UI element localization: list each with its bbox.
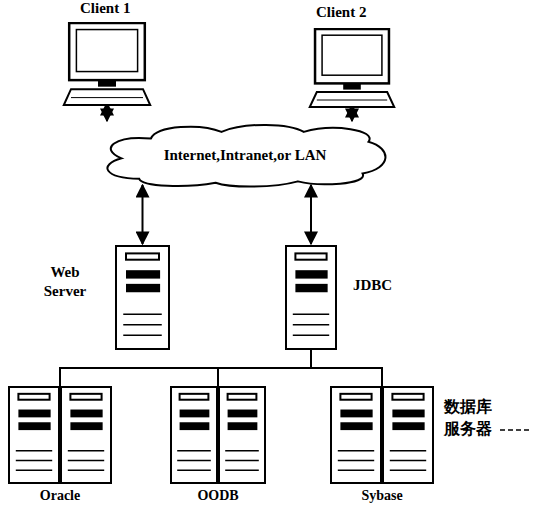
keyboard [64, 89, 150, 105]
drive-bar [126, 270, 160, 278]
key-row [71, 97, 143, 98]
drive-slot [70, 394, 101, 400]
monitor-stand [343, 83, 361, 89]
group-label: 数据库服务器 [444, 396, 495, 439]
vent-line [68, 470, 104, 472]
server-case [9, 387, 59, 483]
drive-bar [228, 410, 258, 418]
drive-bar [392, 422, 424, 430]
vent-line [390, 450, 426, 452]
bus-line [218, 350, 311, 386]
vent-line [16, 450, 52, 452]
drive-bar [340, 422, 372, 430]
vent-line [123, 335, 162, 337]
leader-dash [500, 429, 532, 431]
server-case [219, 387, 265, 483]
screen [322, 35, 382, 75]
drive-slot [392, 394, 423, 400]
vent-line [293, 335, 329, 337]
drive-slot [295, 253, 326, 259]
pc-icon [62, 22, 152, 106]
pair-icon [170, 386, 266, 484]
server-case [331, 387, 381, 483]
drive-bar [340, 410, 372, 418]
node-label: Client 1 [80, 0, 130, 17]
bus-line [60, 350, 311, 386]
vent-line [225, 470, 259, 472]
vent-line [16, 460, 52, 462]
vent-line [293, 314, 329, 316]
node-label: JDBC [353, 277, 392, 294]
node-label: Web Server [29, 263, 101, 301]
server-case [383, 387, 433, 483]
node-label: Client 2 [316, 4, 366, 21]
drive-slot [18, 394, 49, 400]
link-arrow [142, 185, 144, 244]
vent-line [390, 460, 426, 462]
node-label: Sybase [361, 488, 402, 504]
drive-slot [180, 394, 209, 400]
monitor [69, 23, 145, 80]
vent-line [68, 460, 104, 462]
pair-icon [8, 386, 112, 484]
server-case [116, 246, 169, 349]
drive-bar [180, 410, 210, 418]
vent-line [123, 324, 162, 326]
link-arrow [310, 185, 312, 244]
server-box: Web Server [115, 245, 170, 350]
pc-icon [308, 28, 396, 108]
vent-line [338, 470, 374, 472]
drive-bar [70, 422, 102, 430]
server-box: JDBC [285, 245, 337, 350]
client-computer: Client 1 [62, 22, 152, 106]
drive-slot [126, 253, 159, 259]
node-label: Oracle [40, 488, 80, 504]
drive-bar [228, 422, 258, 430]
vent-line [177, 470, 211, 472]
client-computer: Client 2 [308, 28, 396, 108]
pair-icon [330, 386, 434, 484]
drive-bar [70, 410, 102, 418]
network-cloud: Internet,Intranet,or LAN [98, 122, 392, 188]
vent-line [68, 450, 104, 452]
key-row [317, 100, 387, 101]
node-label: OODB [197, 488, 238, 504]
vent-line [177, 460, 211, 462]
drive-bar [18, 422, 50, 430]
monitor-stand [98, 80, 116, 87]
bus-line [311, 350, 382, 386]
vent-line [225, 460, 259, 462]
network-label: Internet,Intranet,or LAN [164, 147, 327, 164]
drive-bar [295, 284, 327, 292]
database-server: Oracle [8, 386, 112, 484]
vent-line [338, 460, 374, 462]
vent-line [293, 324, 329, 326]
vent-line [177, 450, 211, 452]
drive-bar [126, 284, 160, 292]
drive-bar [392, 410, 424, 418]
vent-line [390, 470, 426, 472]
drive-slot [340, 394, 371, 400]
server-case [286, 246, 336, 349]
drive-bar [295, 270, 327, 278]
screen [76, 30, 137, 72]
server-icon [285, 245, 337, 350]
drive-bar [180, 422, 210, 430]
vent-line [123, 314, 162, 316]
drive-slot [228, 394, 257, 400]
database-server: OODB [170, 386, 266, 484]
keyboard [310, 92, 394, 107]
vent-line [225, 450, 259, 452]
vent-line [16, 470, 52, 472]
network-cloud [107, 125, 385, 187]
database-server: Sybase [330, 386, 434, 484]
server-case [171, 387, 217, 483]
drive-bar [18, 410, 50, 418]
server-icon [115, 245, 170, 350]
monitor [315, 29, 389, 83]
server-case [61, 387, 111, 483]
vent-line [338, 450, 374, 452]
